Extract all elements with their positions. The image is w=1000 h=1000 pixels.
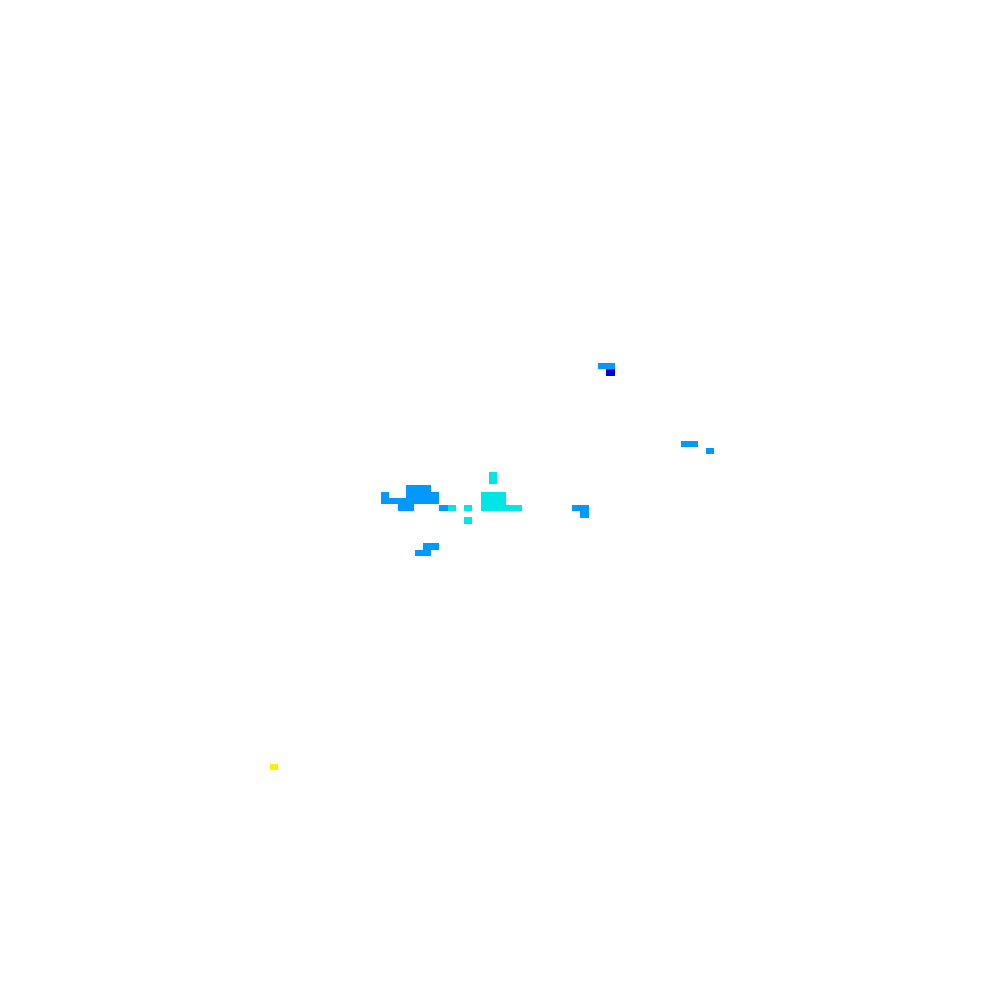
upper-right-cluster bbox=[598, 363, 615, 376]
lower-left-cluster-cell-1 bbox=[423, 543, 439, 550]
central-cyan-cluster bbox=[448, 472, 522, 524]
central-left-cluster-cell-6 bbox=[439, 505, 456, 511]
central-left-cluster-cell-1 bbox=[406, 485, 431, 493]
isolated-yellow-cell bbox=[270, 764, 278, 770]
right-cluster bbox=[681, 441, 714, 454]
central-cyan-cluster-cell-6 bbox=[464, 517, 472, 524]
central-left-cluster-cell-5 bbox=[398, 504, 414, 511]
central-cyan-cluster-cell-4 bbox=[448, 505, 456, 511]
upper-right-cluster-cell-2 bbox=[606, 369, 615, 376]
lower-left-cluster bbox=[415, 543, 439, 556]
central-left-cluster bbox=[381, 485, 456, 511]
isolated-yellow-cell-cell-1 bbox=[270, 764, 278, 770]
central-right-cluster-cell-1 bbox=[572, 505, 589, 511]
central-left-cluster-cell-2 bbox=[381, 492, 389, 498]
central-cyan-cluster-cell-1 bbox=[489, 472, 497, 484]
central-cyan-cluster-cell-2 bbox=[481, 492, 506, 505]
upper-right-cluster-cell-1 bbox=[598, 363, 615, 369]
central-left-cluster-cell-4 bbox=[406, 492, 439, 498]
right-cluster-cell-1 bbox=[681, 441, 698, 447]
right-cluster-cell-2 bbox=[706, 448, 714, 454]
central-cyan-cluster-cell-3 bbox=[481, 505, 522, 511]
central-cyan-cluster-cell-5 bbox=[464, 505, 472, 511]
central-left-cluster-cell-3 bbox=[381, 498, 439, 504]
central-right-cluster bbox=[572, 505, 589, 518]
central-right-cluster-cell-2 bbox=[580, 511, 589, 518]
lower-left-cluster-cell-2 bbox=[415, 550, 431, 556]
